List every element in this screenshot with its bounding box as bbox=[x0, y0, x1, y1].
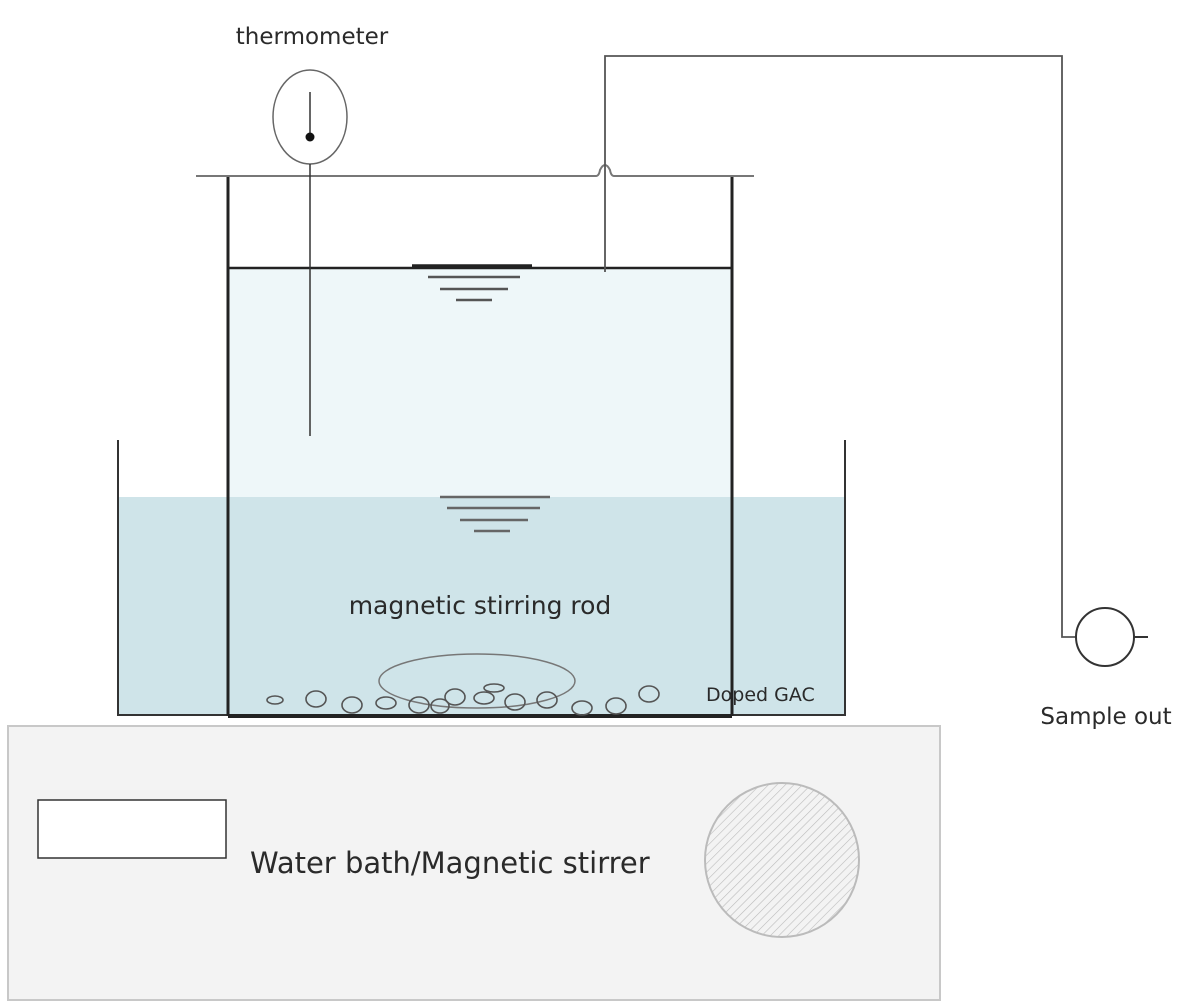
doped-gac-particles bbox=[266, 683, 660, 716]
beaker bbox=[226, 176, 734, 718]
sample-out-label: Sample out bbox=[1040, 704, 1171, 730]
doped-gac-label: Doped GAC bbox=[706, 684, 815, 706]
bath-water bbox=[118, 497, 845, 715]
stirring-rod-label: magnetic stirring rod bbox=[349, 591, 612, 620]
stirrer-plate bbox=[704, 782, 860, 938]
beaker-water-level-marks bbox=[412, 264, 532, 302]
magnetic-stirring-rod bbox=[378, 653, 576, 709]
beaker-lid bbox=[196, 164, 754, 177]
stirrer-display-panel bbox=[37, 799, 227, 859]
thermometer-label: thermometer bbox=[236, 24, 389, 50]
thermometer-icon bbox=[272, 69, 348, 436]
water-bath-magnetic-stirrer: Water bath/Magnetic stirrer bbox=[7, 725, 941, 1001]
sampling-tube bbox=[604, 55, 1076, 638]
sample-valve-icon bbox=[1075, 607, 1148, 667]
bath-water-level-marks bbox=[440, 495, 550, 533]
stirrer-label: Water bath/Magnetic stirrer bbox=[250, 846, 650, 880]
beaker-upper-water bbox=[228, 268, 731, 497]
